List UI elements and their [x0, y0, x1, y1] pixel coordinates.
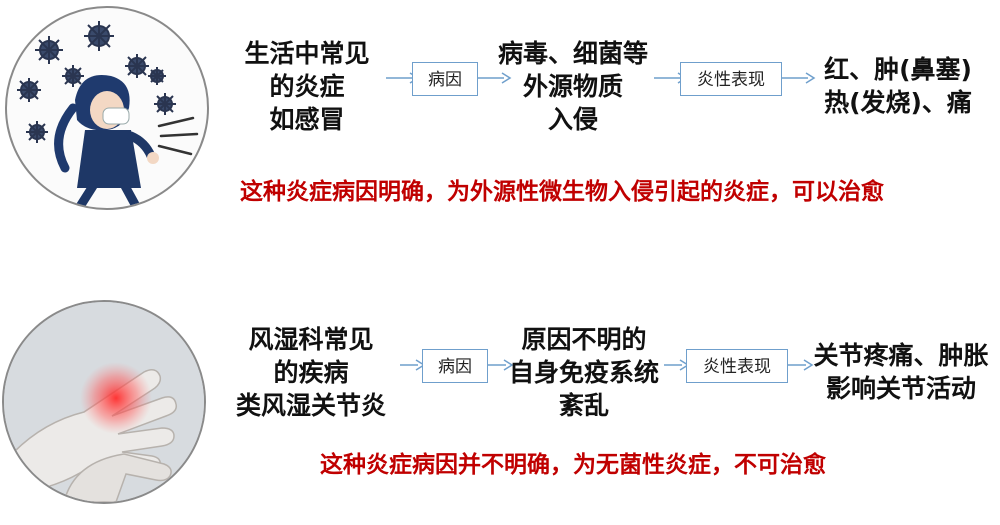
- arrow-icon: [788, 358, 814, 372]
- row2-symptoms: 关节疼痛、肿胀 影响关节活动: [806, 339, 996, 405]
- row2-symptoms-line: 关节疼痛、肿胀: [813, 341, 989, 370]
- inflamed-hand-illustration: [2, 300, 206, 504]
- row2-topic-line: 的疾病: [273, 358, 349, 387]
- row1-symptoms-line: 红、肿(鼻塞): [824, 55, 972, 84]
- row1-cause-line: 外源物质: [522, 72, 623, 101]
- row1-cause-line: 病毒、细菌等: [497, 39, 648, 68]
- row2-topic-line: 类风湿关节炎: [235, 391, 386, 420]
- row1-symptoms-line: 热(发烧)、痛: [824, 88, 972, 117]
- row2-conclusion: 这种炎症病因并不明确，为无菌性炎症，不可治愈: [320, 452, 826, 478]
- row2-cause-line: 紊乱: [558, 391, 609, 420]
- cough-lines-icon: [157, 116, 199, 156]
- arrow-icon: [488, 358, 514, 372]
- row2-topic: 风湿科常见 的疾病 类风湿关节炎: [225, 323, 397, 422]
- cold-patient-illustration: [5, 6, 209, 210]
- row2-cause-line: 自身免疫系统: [508, 358, 659, 387]
- arrow-icon: [478, 71, 512, 85]
- effect-label-box: 炎性表现: [686, 349, 788, 383]
- inflammation-spot-icon: [80, 362, 152, 434]
- cause-label-box: 病因: [422, 349, 488, 383]
- effect-label-box: 炎性表现: [680, 62, 782, 96]
- row1-topic-line: 如感冒: [269, 105, 345, 134]
- row1-conclusion: 这种炎症病因明确，为外源性微生物入侵引起的炎症，可以治愈: [240, 179, 884, 205]
- row2-topic-line: 风湿科常见: [248, 325, 374, 354]
- virus-icon: [17, 21, 176, 143]
- row1-topic: 生活中常见 的炎症 如感冒: [232, 37, 382, 136]
- row1-topic-line: 的炎症: [269, 72, 345, 101]
- row1-cause: 病毒、细菌等 外源物质 入侵: [488, 37, 658, 136]
- row1-cause-line: 入侵: [547, 105, 598, 134]
- hand-icon: [13, 369, 178, 502]
- person-icon: [54, 75, 159, 208]
- row2-symptoms-line: 影响关节活动: [825, 374, 976, 403]
- row1-symptoms: 红、肿(鼻塞) 热(发烧)、痛: [812, 53, 984, 119]
- arrow-icon: [782, 71, 816, 85]
- row2-cause-line: 原因不明的: [521, 325, 647, 354]
- row1-topic-line: 生活中常见: [244, 39, 370, 68]
- row2-cause: 原因不明的 自身免疫系统 紊乱: [500, 323, 668, 422]
- cause-label-box: 病因: [412, 62, 478, 96]
